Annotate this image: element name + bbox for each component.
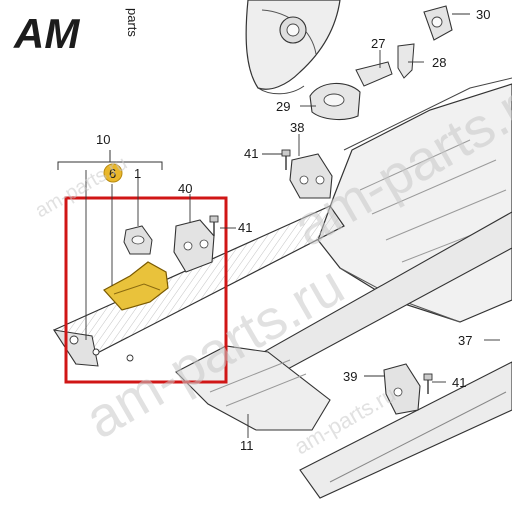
- callout-11: 11: [240, 438, 254, 453]
- callout-40: 40: [178, 181, 192, 196]
- logo: AM parts: [13, 8, 140, 57]
- callout-29: 29: [276, 99, 290, 114]
- leader-lines: [85, 13, 500, 438]
- callout-30: 30: [476, 7, 490, 22]
- callout-41: 41: [244, 146, 258, 161]
- watermark: am-parts.ru: [32, 152, 132, 222]
- callout-38: 38: [290, 120, 304, 135]
- bracket-part-27: [355, 61, 393, 87]
- callout-28: 28: [432, 55, 446, 70]
- mount-part-38: [289, 153, 333, 199]
- bolt-icon: [281, 149, 291, 170]
- mount-part-29: [309, 82, 361, 121]
- callout-41: 41: [238, 220, 252, 235]
- bracket-part-30: [423, 5, 453, 41]
- callout-6: 6: [109, 166, 116, 181]
- logo-sub: parts: [125, 8, 140, 37]
- callout-1: 1: [134, 166, 141, 181]
- highlight-frame: [64, 196, 228, 384]
- bracket-part-6: [103, 261, 169, 311]
- bolt-icon: [423, 373, 433, 394]
- bolt-icon: [209, 215, 219, 236]
- callout-37: 37: [458, 333, 472, 348]
- cap-part-1: [123, 225, 153, 255]
- logo-main: AM: [13, 10, 80, 57]
- mount-part-40: [173, 219, 215, 273]
- wheel-arch-panel: [245, 0, 341, 95]
- floor-panel-part-11: [175, 345, 331, 431]
- callout-39: 39: [343, 369, 357, 384]
- sill-rail-right: [213, 211, 512, 499]
- mount-part-39: [383, 363, 421, 415]
- callout-41: 41: [452, 375, 466, 390]
- callout-10: 10: [96, 132, 110, 147]
- bracket-part-28: [397, 43, 415, 79]
- callout-27: 27: [371, 36, 385, 51]
- highlight-badge: [103, 163, 123, 183]
- group-bracket-10: [57, 150, 163, 170]
